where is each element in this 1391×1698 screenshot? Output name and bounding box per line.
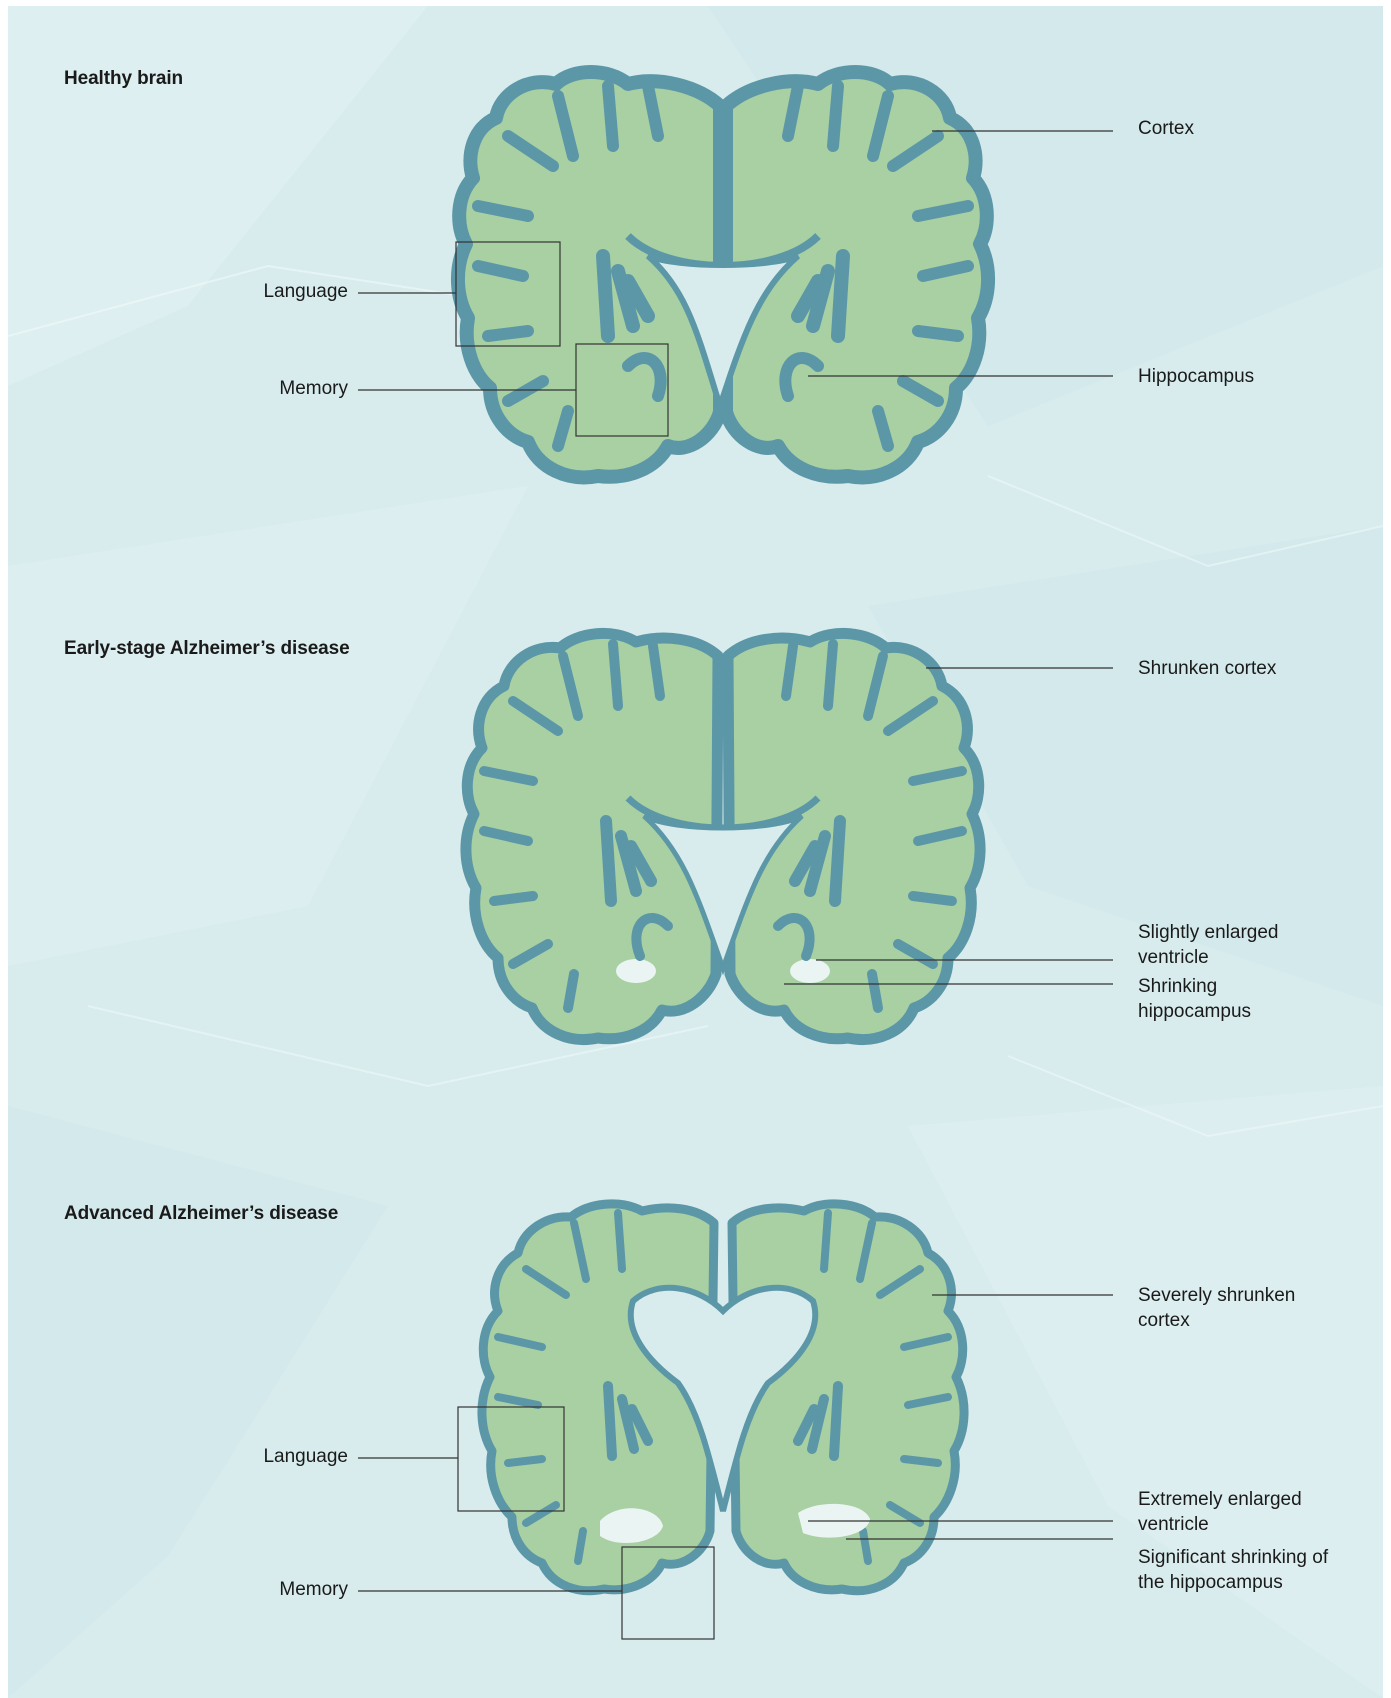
label-slightly-enlarged-ventricle: Slightly enlarged ventricle: [1138, 920, 1308, 970]
ventricle-hole-right: [790, 959, 830, 983]
paper-background: Healthy brain: [8, 6, 1383, 1698]
panel-healthy-brain: Healthy brain: [8, 6, 1383, 546]
label-memory: Memory: [188, 376, 348, 401]
label-cortex: Cortex: [1138, 116, 1378, 141]
label-shrinking-hippocampus: Shrinking hippocampus: [1138, 974, 1288, 1024]
label-hippocampus: Hippocampus: [1138, 364, 1378, 389]
panel-early-stage: Early-stage Alzheimer’s disease: [8, 576, 1383, 1116]
brain-healthy-illustration: [8, 6, 1383, 546]
label-memory: Memory: [188, 1577, 348, 1602]
label-shrunken-cortex: Shrunken cortex: [1138, 656, 1378, 681]
label-significant-shrinking-hippocampus: Significant shrinking of the hippocampus: [1138, 1545, 1338, 1595]
label-language: Language: [188, 1444, 348, 1469]
panel-advanced-stage: Advanced Alzheimer’s disease: [8, 1151, 1383, 1691]
label-extremely-enlarged-ventricle: Extremely enlarged ventricle: [1138, 1487, 1328, 1537]
brain-advanced-illustration: [8, 1151, 1383, 1691]
label-language: Language: [188, 279, 348, 304]
label-severely-shrunken-cortex: Severely shrunken cortex: [1138, 1283, 1328, 1333]
ventricle-hole-left: [616, 959, 656, 983]
